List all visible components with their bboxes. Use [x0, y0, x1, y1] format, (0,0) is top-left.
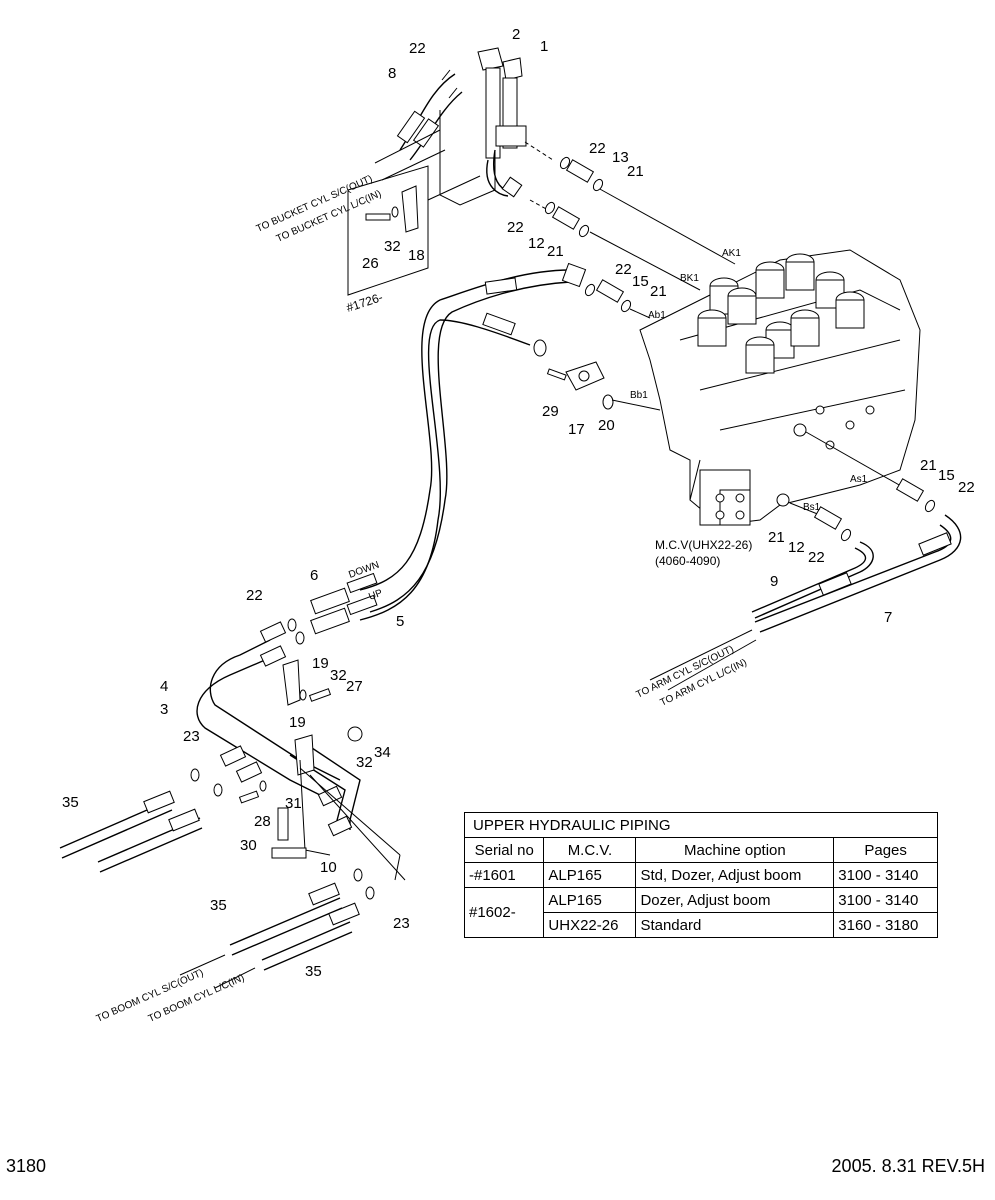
piping-info-table: UPPER HYDRAULIC PIPING Serial no M.C.V. … — [463, 812, 938, 938]
callout-18: 18 — [408, 247, 425, 264]
callout-21: 21 — [547, 243, 564, 260]
boom-hose-35-group — [59, 790, 360, 989]
callout-27: 27 — [346, 678, 363, 695]
callout-15: 15 — [938, 467, 955, 484]
callout-9: 9 — [770, 573, 778, 590]
mcv-range: (4060-4090) — [655, 554, 720, 568]
page-number: 3180 — [6, 1156, 47, 1176]
cell-serial: #1602- — [463, 887, 545, 938]
arm-hose-group — [649, 478, 962, 691]
callout-labels: 1 2 22 8 22 13 21 22 12 21 22 15 21 26 3… — [62, 26, 975, 980]
callout-1: 1 — [540, 38, 548, 55]
callout-5: 5 — [396, 613, 404, 630]
header-option: Machine option — [635, 837, 835, 863]
callout-34: 34 — [374, 744, 391, 761]
callout-7: 7 — [884, 609, 892, 626]
cell-option: Standard — [635, 912, 835, 938]
port-label-ab1: Ab1 — [648, 310, 666, 321]
callout-31: 31 — [285, 795, 302, 812]
callout-17: 17 — [568, 421, 585, 438]
callout-35: 35 — [305, 963, 322, 980]
table-row: -#1601 ALP165 Std, Dozer, Adjust boom 31… — [463, 862, 938, 888]
callout-6: 6 — [310, 567, 318, 584]
cell-option: Std, Dozer, Adjust boom — [635, 862, 835, 888]
table-title: UPPER HYDRAULIC PIPING — [464, 812, 938, 838]
callout-2: 2 — [512, 26, 520, 43]
callout-35: 35 — [62, 794, 79, 811]
callout-19: 19 — [289, 714, 306, 731]
callout-22: 22 — [246, 587, 263, 604]
cell-pages: 3100 - 3140 — [833, 862, 938, 888]
port-label-bs1: Bs1 — [803, 502, 821, 513]
callout-22: 22 — [808, 549, 825, 566]
callout-12: 12 — [788, 539, 805, 556]
callout-22: 22 — [409, 40, 426, 57]
callout-35: 35 — [210, 897, 227, 914]
mcv-valve-block — [611, 249, 921, 526]
header-pages: Pages — [833, 837, 938, 863]
bucket-piping-group — [374, 47, 736, 291]
callout-19: 19 — [312, 655, 329, 672]
callout-8: 8 — [388, 65, 396, 82]
callout-29: 29 — [542, 403, 559, 420]
callout-22: 22 — [615, 261, 632, 278]
callout-32: 32 — [330, 667, 347, 684]
callout-23: 23 — [183, 728, 200, 745]
cell-mcv: UHX22-26 — [543, 912, 637, 938]
port-label-bk1: BK1 — [680, 273, 699, 284]
callout-13: 13 — [612, 149, 629, 166]
revision-date: 2005. 8.31 REV.5H — [831, 1156, 985, 1176]
header-mcv: M.C.V. — [543, 837, 637, 863]
callout-22: 22 — [958, 479, 975, 496]
table-row: #1602- ALP165 Dozer, Adjust boom 3100 - … — [463, 887, 938, 938]
callout-26: 26 — [362, 255, 379, 272]
port-label-as1: As1 — [850, 474, 868, 485]
callout-3: 3 — [160, 701, 168, 718]
boom-pipe-group — [190, 618, 406, 900]
callout-20: 20 — [598, 417, 615, 434]
table-row: UHX22-26 Standard 3160 - 3180 — [465, 912, 938, 938]
callout-21: 21 — [768, 529, 785, 546]
cell-mcv: ALP165 — [543, 887, 637, 913]
callout-22: 22 — [507, 219, 524, 236]
callout-23: 23 — [393, 915, 410, 932]
table-header-row: Serial no M.C.V. Machine option Pages — [463, 837, 938, 863]
callout-10: 10 — [320, 859, 337, 876]
cell-pages: 3100 - 3140 — [833, 887, 938, 913]
callout-12: 12 — [528, 235, 545, 252]
header-serial: Serial no — [463, 837, 545, 863]
cell-pages: 3160 - 3180 — [833, 912, 938, 938]
callout-21: 21 — [920, 457, 937, 474]
boom-hose-group — [310, 262, 651, 635]
mcv-label: M.C.V(UHX22-26) — [655, 538, 752, 552]
cell-option: Dozer, Adjust boom — [635, 887, 835, 913]
cell-serial: -#1601 — [463, 862, 545, 888]
callout-22: 22 — [589, 140, 606, 157]
callout-21: 21 — [627, 163, 644, 180]
detail-box-1726 — [347, 165, 481, 296]
callout-30: 30 — [240, 837, 257, 854]
callout-21: 21 — [650, 283, 667, 300]
port-label-bb1: Bb1 — [630, 390, 648, 401]
callout-15: 15 — [632, 273, 649, 290]
callout-32: 32 — [356, 754, 373, 771]
callout-28: 28 — [254, 813, 271, 830]
port-label-ak1: AK1 — [722, 248, 741, 259]
callout-4: 4 — [160, 678, 168, 695]
callout-32: 32 — [384, 238, 401, 255]
hose-label-up: UP — [367, 588, 384, 603]
cell-mcv: ALP165 — [543, 862, 637, 888]
